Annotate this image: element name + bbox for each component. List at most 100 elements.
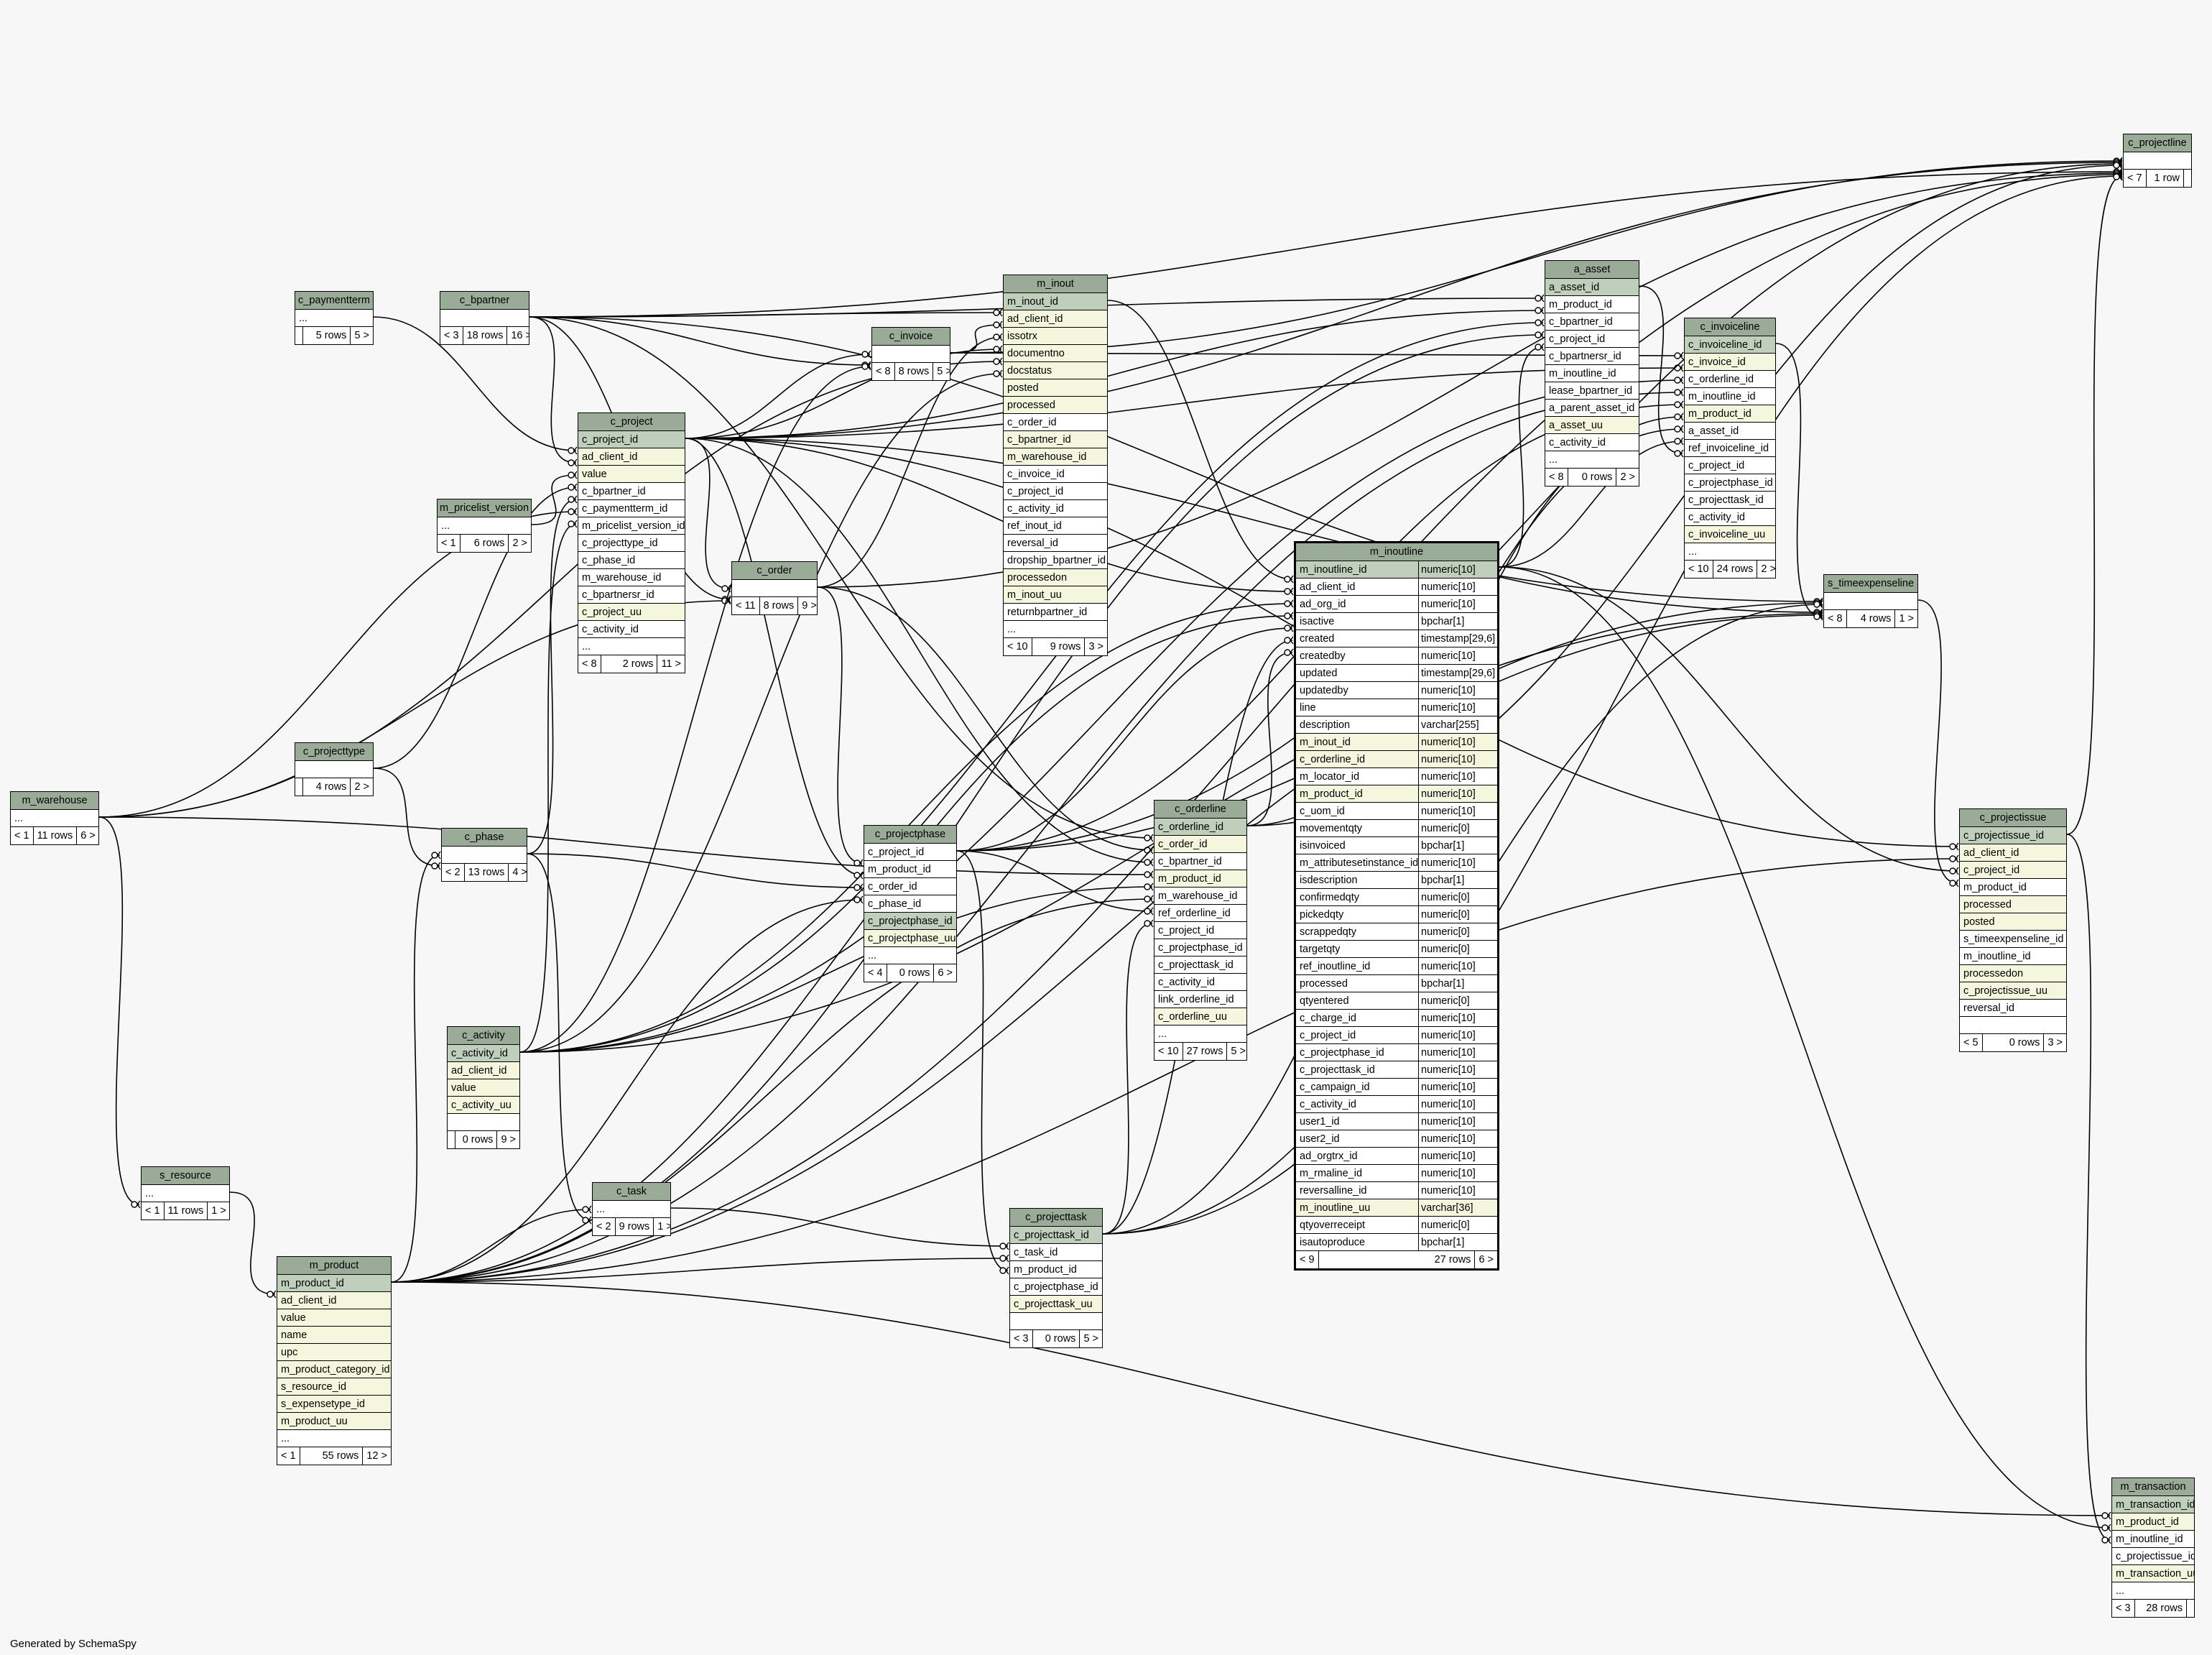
- column-name: ...: [1549, 454, 1558, 466]
- crowfoot-many-marker: [272, 1290, 277, 1299]
- column-name: s_resource_id: [281, 1381, 347, 1393]
- table-header: c_invoiceline: [1685, 318, 1775, 336]
- column-type: numeric[0]: [1418, 906, 1497, 923]
- column-name: ...: [1688, 546, 1698, 558]
- column-name: c_projecttask_id: [1158, 959, 1234, 971]
- column-row: value: [578, 466, 685, 483]
- crowfoot-many-marker: [867, 362, 871, 371]
- child-count: 1 >: [657, 1221, 670, 1232]
- column-row: c_activity_id: [1545, 434, 1639, 451]
- column-row: m_inout_uu: [1004, 586, 1107, 604]
- parent-count: < 1: [11, 827, 34, 844]
- crowfoot-optional-marker: [2101, 1536, 2109, 1544]
- column-name: c_orderline_uu: [1158, 1011, 1227, 1023]
- column-row: m_product_id: [1154, 870, 1246, 888]
- column-name: a_asset_id: [1549, 282, 1600, 293]
- column-row: c_projecttype_id: [578, 535, 685, 552]
- crowfoot-optional-marker: [2113, 162, 2120, 169]
- edge-m_product-to-c_phase: [391, 854, 440, 1283]
- crowfoot-many-marker: [999, 333, 1003, 341]
- edge-c_project-to-m_inoutline: [685, 438, 1293, 592]
- column-name: reversalline_id: [1300, 1185, 1367, 1197]
- crowfoot-optional-marker: [1284, 649, 1291, 656]
- column-name: ref_inout_id: [1007, 520, 1062, 532]
- column-name: scrappedqty: [1300, 926, 1356, 938]
- edge-c_project-to-c_invoice: [685, 354, 871, 439]
- child-count: 2 >: [354, 781, 369, 793]
- child-count: [2187, 1600, 2194, 1617]
- column-type: bpchar[1]: [1418, 872, 1497, 888]
- column-name: c_activity_id: [1549, 437, 1606, 448]
- edge-m_product-to-c_projectline: [391, 174, 2122, 1283]
- column-name: dropship_bpartner_id: [1007, 555, 1106, 566]
- column-name: c_bpartner_id: [582, 486, 646, 497]
- crowfoot-optional-marker: [1949, 880, 1956, 887]
- row-count: 11 rows: [165, 1202, 208, 1220]
- column-row: m_inoutline_id: [1685, 388, 1775, 405]
- column-name: reversal_id: [1963, 1002, 2014, 1014]
- column-name: movementqty: [1300, 823, 1363, 834]
- column-name: [440, 310, 529, 326]
- column-name: [732, 580, 817, 596]
- column-row: ad_client_id: [1004, 310, 1107, 328]
- crowfoot-many-marker: [1290, 624, 1294, 632]
- column-row: dropship_bpartner_id: [1004, 552, 1107, 569]
- column-row: c_projecttask_id: [1010, 1227, 1102, 1244]
- crowfoot-many-marker: [1680, 400, 1684, 409]
- column-name: c_projectphase_id: [868, 916, 953, 927]
- column-row: c_bpartner_id: [1154, 853, 1246, 870]
- table-header: c_projecttype: [295, 743, 373, 761]
- column-name: ...: [2116, 1585, 2125, 1597]
- edge-m_product-to-m_inoutline: [391, 615, 1293, 1283]
- column-type: numeric[10]: [1418, 1148, 1497, 1164]
- column-row: c_phase_id: [578, 552, 685, 569]
- column-row: m_product_id: [277, 1275, 391, 1292]
- column-type: numeric[10]: [1418, 803, 1497, 819]
- column-row: lease_bpartner_id: [1545, 382, 1639, 400]
- crowfoot-optional-marker: [568, 484, 575, 491]
- column-name: a_asset_id: [1688, 425, 1739, 437]
- row-count: 55 rows: [300, 1447, 364, 1465]
- column-name: isautoproduce: [1300, 1237, 1366, 1248]
- column-name: pickedqty: [1300, 909, 1344, 921]
- column-type: numeric[10]: [1418, 1130, 1497, 1147]
- crowfoot-optional-marker: [1144, 859, 1151, 866]
- column-name: m_product_id: [281, 1278, 344, 1289]
- row-count: 28 rows: [2135, 1600, 2187, 1617]
- edge-c_activity-to-c_invoiceline: [519, 379, 1683, 1053]
- crowfoot-many-marker: [1149, 858, 1154, 867]
- column-type: numeric[10]: [1418, 1027, 1497, 1043]
- column-row: c_projectissue_uu: [1960, 982, 2066, 1000]
- parent-count: [448, 1131, 455, 1148]
- table-header: c_phase: [442, 829, 527, 847]
- column-name: ...: [596, 1204, 606, 1215]
- column-name: c_projecttype_id: [582, 538, 658, 549]
- crowfoot-optional-marker: [1674, 389, 1681, 396]
- column-name: ...: [299, 313, 308, 324]
- column-name: c_bpartner_id: [1549, 316, 1613, 328]
- edge-c_projectissue-to-m_transaction: [2066, 834, 2111, 1541]
- column-name: c_order_id: [1007, 417, 1057, 428]
- column-type: numeric[10]: [1418, 785, 1497, 802]
- column-type: numeric[10]: [1418, 1044, 1497, 1061]
- crowfoot-many-marker: [999, 308, 1003, 317]
- column-name: [2124, 152, 2191, 169]
- column-name: c_project_id: [1007, 486, 1064, 497]
- crowfoot-many-marker: [1540, 294, 1545, 303]
- column-name: reversal_id: [1007, 538, 1058, 549]
- column-type: numeric[10]: [1418, 734, 1497, 750]
- parent-count: < 10: [1685, 561, 1713, 578]
- edge-c_projecttype-to-c_project: [373, 487, 577, 769]
- column-name: ...: [582, 641, 591, 653]
- column-type: numeric[10]: [1418, 751, 1497, 767]
